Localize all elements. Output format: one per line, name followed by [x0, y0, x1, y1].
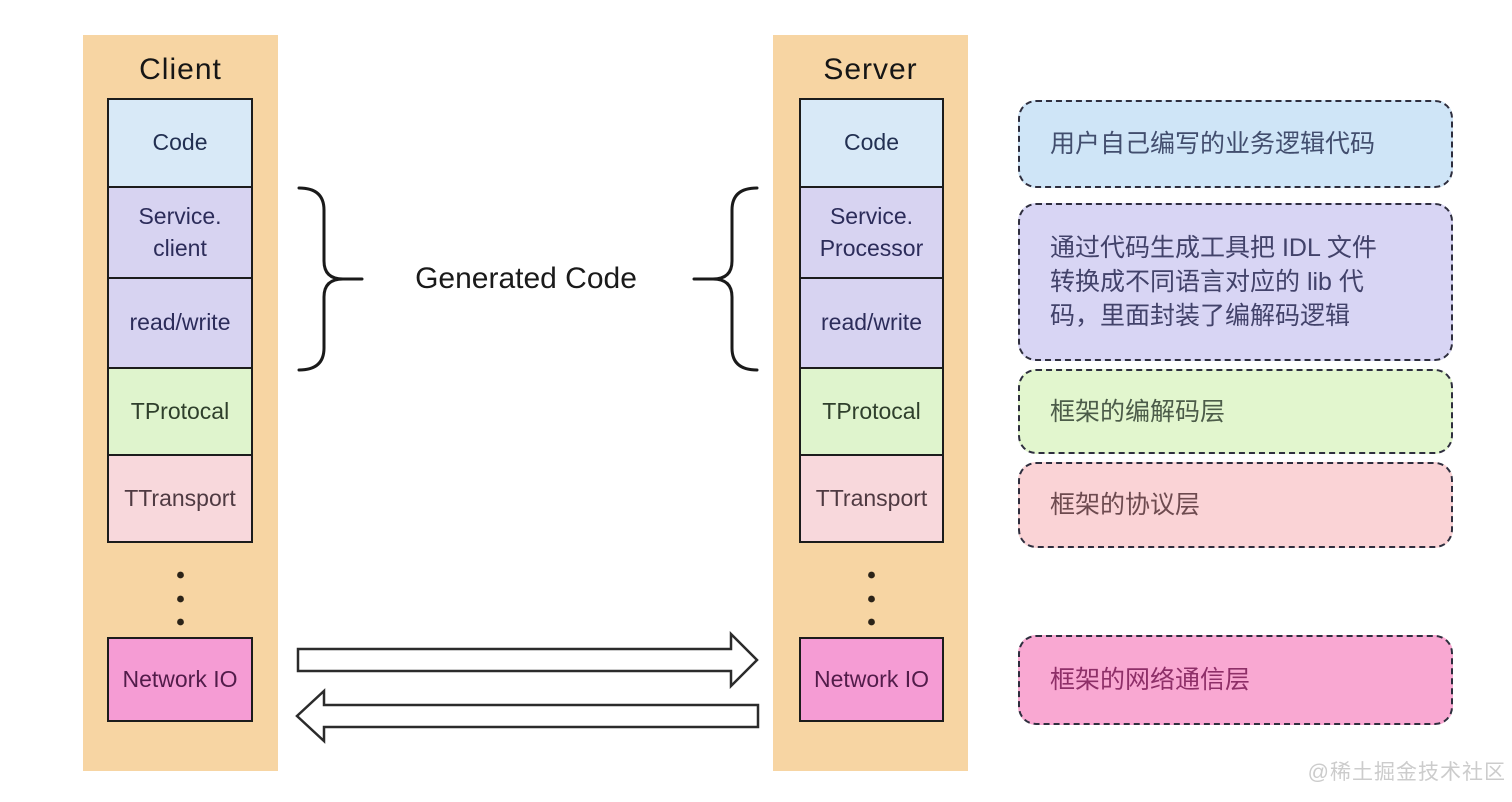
- client-layer-code: Code: [107, 98, 253, 188]
- client-layer-network-io: Network IO: [107, 637, 253, 722]
- client-layer-tprotocal: TProtocal: [107, 367, 253, 456]
- server-layer-code: Code: [799, 98, 944, 188]
- generated-code-label: Generated Code: [415, 262, 637, 295]
- response-arrow: [295, 688, 760, 744]
- client-layer-read-write: read/write: [107, 277, 253, 369]
- server-generated-brace: [712, 186, 759, 372]
- client-panel-title: Client: [139, 53, 222, 86]
- client-stack: Code Service. client read/write TProtoca…: [107, 98, 253, 543]
- server-layer-processor: Service. Processor: [799, 186, 944, 279]
- annotation-codec-layer: 框架的编解码层: [1018, 369, 1453, 454]
- client-layer-ttransport: TTransport: [107, 454, 253, 543]
- server-layer-network-io: Network IO: [799, 637, 944, 722]
- annotation-protocol-layer: 框架的协议层: [1018, 462, 1453, 548]
- server-layer-read-write: read/write: [799, 277, 944, 369]
- annotation-network-layer: 框架的网络通信层: [1018, 635, 1453, 725]
- server-layer-ttransport: TTransport: [799, 454, 944, 543]
- server-panel-title: Server: [823, 53, 918, 86]
- server-stack: Code Service. Processor read/write TProt…: [799, 98, 944, 543]
- server-layer-tprotocal: TProtocal: [799, 367, 944, 456]
- request-arrow: [296, 630, 759, 690]
- annotation-generated-lib: 通过代码生成工具把 IDL 文件 转换成不同语言对应的 lib 代 码，里面封装…: [1018, 203, 1453, 361]
- annotation-user-code: 用户自己编写的业务逻辑代码: [1018, 100, 1453, 188]
- client-generated-brace: [297, 186, 344, 372]
- client-layer-service: Service. client: [107, 186, 253, 279]
- watermark: @稀土掘金技术社区: [1307, 761, 1506, 784]
